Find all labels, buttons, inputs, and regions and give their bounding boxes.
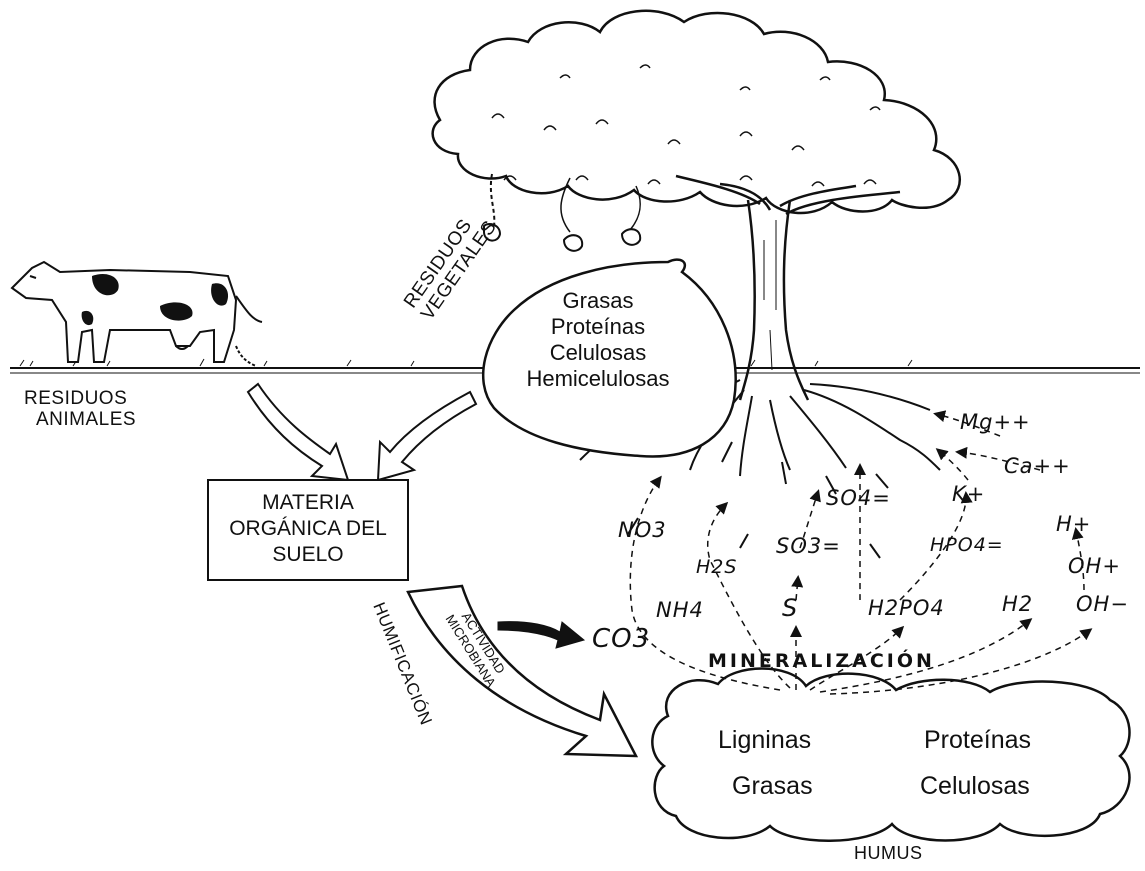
materia-organica-line2: ORGÁNICA DEL bbox=[208, 516, 408, 542]
ion-so4: SO4= bbox=[826, 488, 891, 509]
humus-item-grasas: Grasas bbox=[732, 774, 813, 799]
ion-ca: Ca++ bbox=[1004, 456, 1071, 477]
ion-hpo4: HPO4= bbox=[930, 536, 1004, 555]
co3-label: CO3 bbox=[592, 626, 650, 652]
ion-so3: SO3= bbox=[776, 536, 841, 557]
ion-oh-plus: OH+ bbox=[1068, 556, 1121, 577]
cow-illustration bbox=[12, 262, 262, 366]
humus-item-celulosas: Celulosas bbox=[920, 774, 1030, 799]
ion-oh-minus: OH− bbox=[1076, 594, 1129, 615]
humus-cloud bbox=[652, 669, 1129, 841]
ion-h: H+ bbox=[1056, 514, 1091, 535]
tree-canopy bbox=[433, 11, 960, 213]
leaf-item-hemicelulosas: Hemicelulosas bbox=[478, 366, 718, 392]
humus-title: HUMUS bbox=[854, 844, 923, 862]
materia-organica-line3: SUELO bbox=[208, 542, 408, 568]
leaf-item-grasas: Grasas bbox=[478, 288, 718, 314]
ion-k: K+ bbox=[952, 484, 985, 505]
leaf-item-celulosas: Celulosas bbox=[478, 340, 718, 366]
humificacion-arrow bbox=[408, 586, 636, 756]
materia-organica-line1: MATERIA bbox=[208, 490, 408, 516]
mineralizacion-label: MINERALIZACIÓN bbox=[708, 652, 935, 671]
ion-h2: H2 bbox=[1002, 594, 1033, 615]
residue-arrows bbox=[248, 384, 476, 480]
humus-item-ligninas: Ligninas bbox=[718, 728, 811, 753]
ion-h2s: H2S bbox=[696, 558, 737, 577]
ion-nh4: NH4 bbox=[656, 600, 704, 621]
ion-no3: NO3 bbox=[618, 520, 667, 541]
leaf-items-list: Grasas Proteínas Celulosas Hemicelulosas bbox=[478, 288, 718, 392]
humus-item-proteinas: Proteínas bbox=[924, 728, 1031, 753]
residuos-animales-line2: ANIMALES bbox=[24, 409, 136, 430]
materia-organica-label: MATERIA ORGÁNICA DEL SUELO bbox=[208, 490, 408, 568]
residuos-animales-line1: RESIDUOS bbox=[24, 388, 136, 409]
ion-s: S bbox=[782, 596, 798, 620]
residuos-animales-label: RESIDUOS ANIMALES bbox=[24, 388, 136, 430]
leaf-item-proteinas: Proteínas bbox=[478, 314, 718, 340]
co3-arrow bbox=[498, 622, 584, 648]
ion-mg: Mg++ bbox=[960, 412, 1031, 433]
ion-h2po4: H2PO4 bbox=[868, 598, 945, 619]
